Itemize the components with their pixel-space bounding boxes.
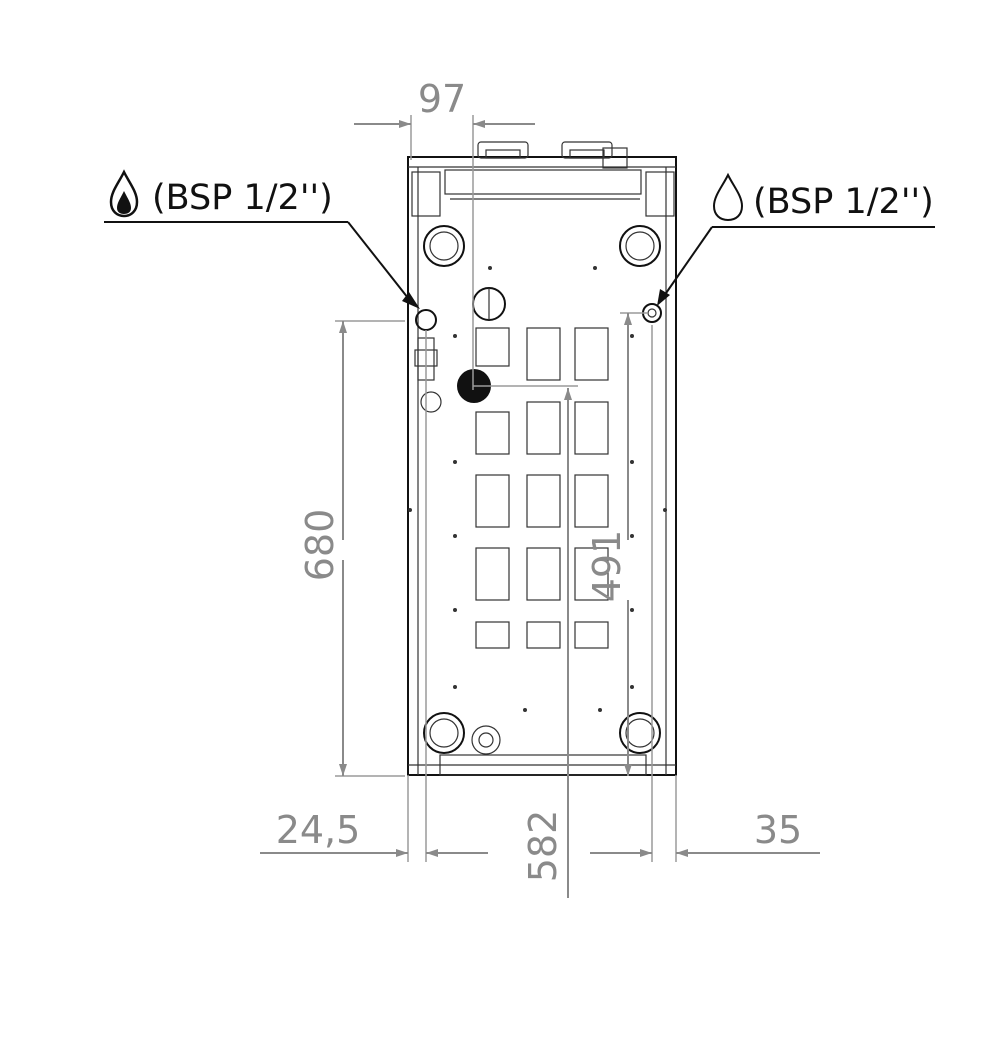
screw-dots — [408, 266, 667, 712]
dim-height-inner: 491 — [585, 530, 629, 603]
dim-top-width: 97 — [418, 77, 466, 121]
dimension-582: 582 — [521, 388, 572, 898]
dimension-680: 680 — [298, 320, 405, 777]
dimension-left-offset: 24,5 — [260, 330, 488, 862]
gas-connection-fitting — [414, 309, 442, 413]
dimension-491: 491 — [585, 312, 648, 776]
mounting-hole — [619, 712, 661, 754]
water-connection-label: (BSP 1/2'') — [753, 182, 934, 222]
gas-connection-callout: (BSP 1/2'') — [104, 169, 420, 309]
dim-center-vertical: 582 — [521, 810, 565, 883]
mounting-hole — [619, 225, 661, 267]
gas-connection-label: (BSP 1/2'') — [152, 178, 333, 218]
mounting-hole — [423, 225, 465, 267]
boiler-outer-frame — [407, 156, 677, 776]
dimension-right-offset: 35 — [590, 325, 820, 862]
water-connection-callout: (BSP 1/2'') — [657, 172, 935, 306]
top-left-bracket — [411, 171, 441, 217]
dimension-top: 97 — [354, 77, 578, 390]
dim-left-offset: 24,5 — [276, 808, 361, 852]
drain-fitting — [471, 725, 501, 755]
mounting-hole — [423, 712, 465, 754]
top-rail — [444, 169, 642, 195]
dim-right-offset: 35 — [754, 808, 802, 852]
dim-height-left: 680 — [298, 509, 342, 582]
water-drop-icon — [712, 172, 744, 222]
top-right-bracket — [645, 171, 675, 217]
panel-grid — [475, 327, 609, 649]
boiler-body — [407, 141, 677, 776]
